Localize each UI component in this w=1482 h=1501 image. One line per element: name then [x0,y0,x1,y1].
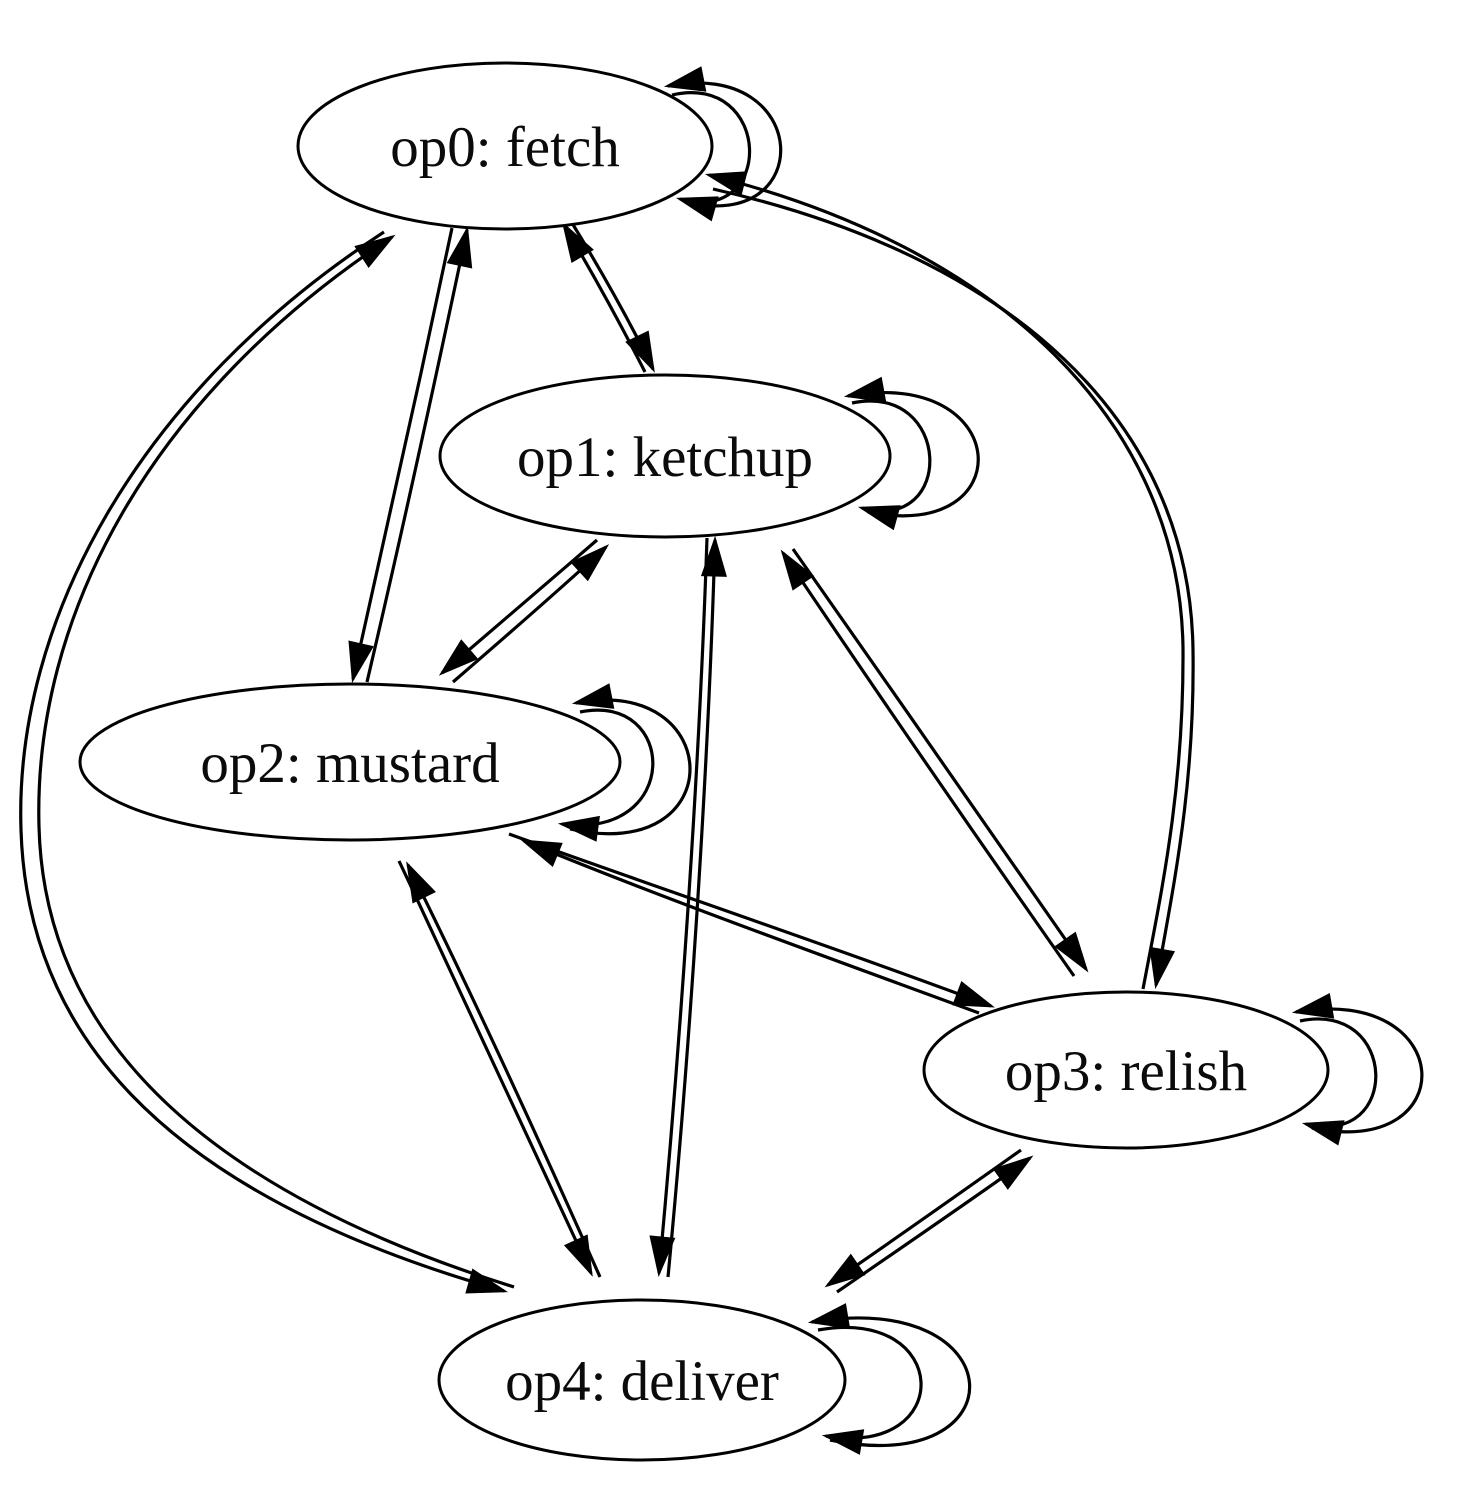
self-loop-op4-outer [807,1303,972,1447]
self-loop-op2-outer [569,683,692,836]
edge-op4-op0 [37,234,515,1289]
node-op0: op0: fetch [296,61,714,231]
self-loop-op2-inner [557,708,655,842]
self-loop-op4-inner [817,1326,923,1455]
node-op4: op4: deliver [437,1298,847,1462]
node-op3-ellipse [922,990,1330,1150]
node-op0-ellipse [296,61,714,231]
edge-op1-op0 [561,221,647,373]
node-op4-ellipse [437,1298,847,1462]
edge-op4-op1 [666,535,727,1278]
node-op0-label: op0: fetch [390,116,620,179]
node-op3: op3: relish [922,990,1330,1150]
self-loop-op0-inner [671,91,752,222]
edge-op1-op3 [791,548,1089,973]
node-op2-ellipse [78,682,622,842]
edge-op0-op4 [19,230,509,1294]
edge-op0-op2 [348,227,454,684]
edge-op0-op1 [570,222,655,373]
edge-op1-op2 [438,538,599,676]
node-op4-label: op4: deliver [505,1350,779,1413]
edge-op2-op3 [508,832,995,1008]
node-op2: op2: mustard [78,682,622,842]
node-op1-ellipse [438,373,892,539]
edge-op3-op4 [824,1148,1022,1288]
edge-op2-op1 [451,544,610,684]
edge-op3-op0 [704,171,1185,990]
node-op1-label: op1: ketchup [517,426,813,489]
self-loop-op0-outer [663,66,783,208]
edge-op1-op4 [649,537,709,1278]
self-loop-op3-outer [1291,992,1424,1134]
edge-op4-op3 [836,1155,1034,1294]
edge-layer [19,66,1424,1455]
node-op2-label: op2: mustard [200,732,499,795]
edge-op4-op2 [406,861,602,1278]
edge-op3-op1 [780,549,1076,977]
self-loop-op3-inner [1299,1017,1378,1146]
edge-op0-op3 [712,187,1195,990]
edge-op2-op0 [365,225,473,683]
node-op3-label: op3: relish [1005,1040,1247,1103]
self-loop-op1-outer [843,376,980,518]
edge-op3-op2 [520,839,980,1015]
self-loop-op1-inner [851,399,932,531]
node-op1: op1: ketchup [438,373,892,539]
edge-op2-op4 [397,860,593,1277]
